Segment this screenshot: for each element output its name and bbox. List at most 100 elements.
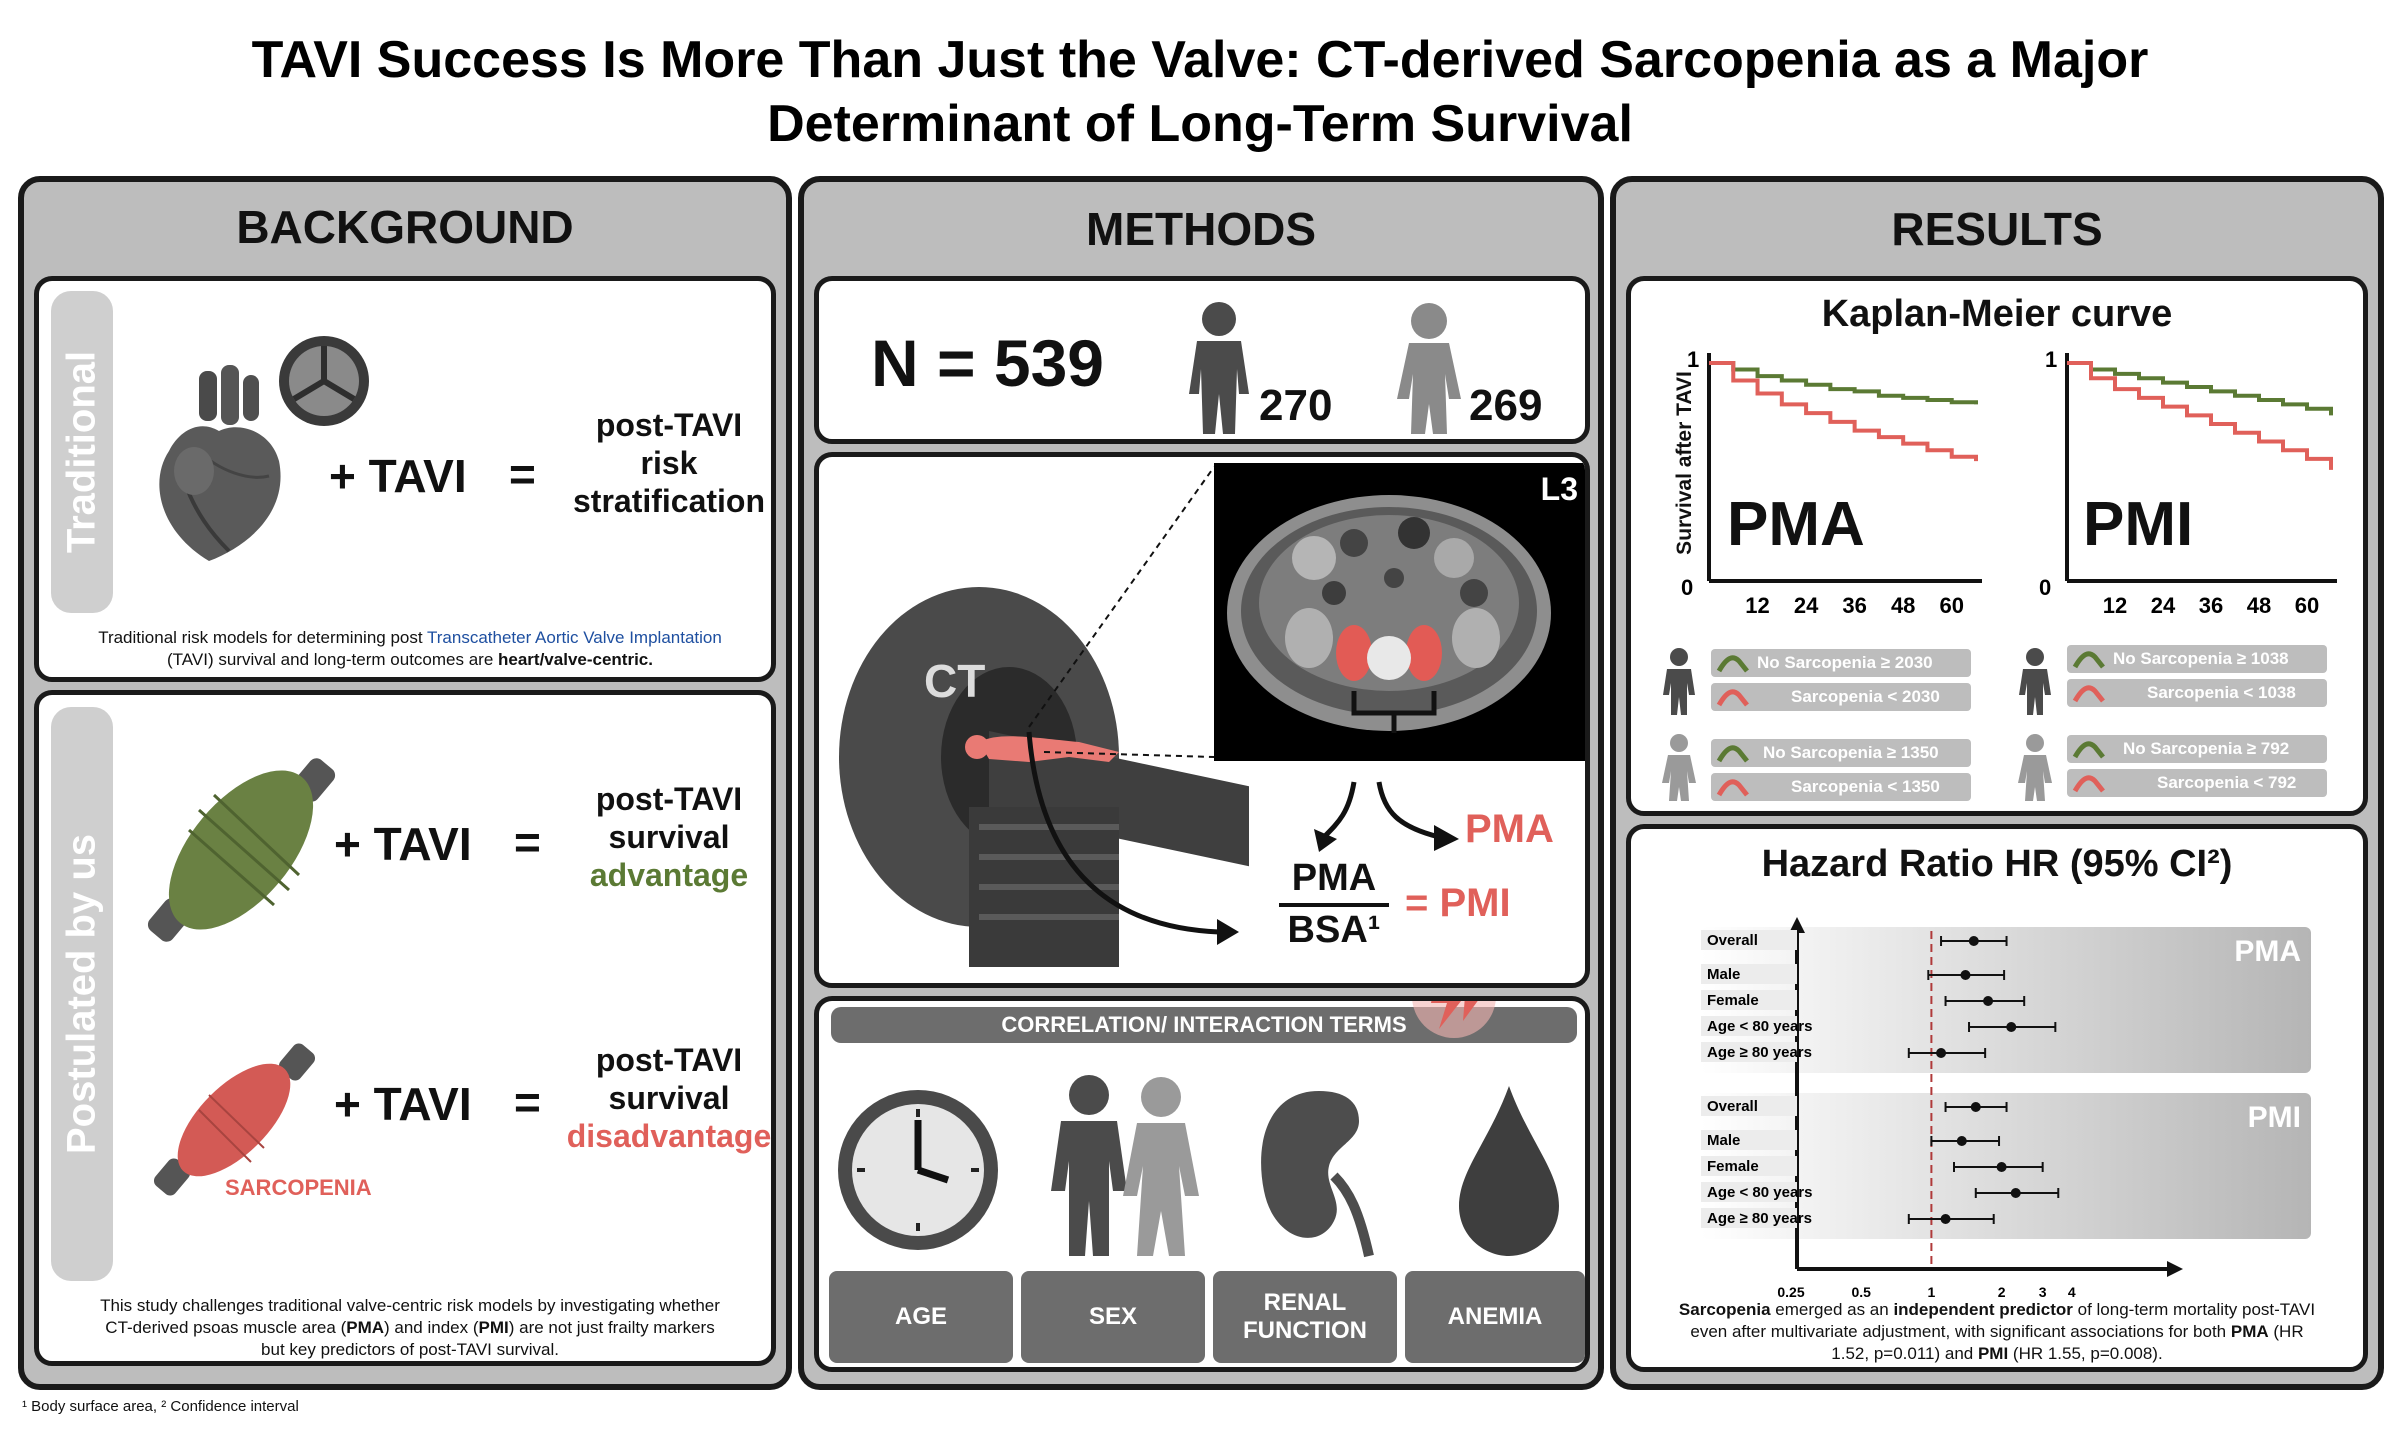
hr-row-label-bg	[1701, 930, 1797, 950]
healthy-muscle-icon	[147, 758, 336, 942]
kidney-icon	[1261, 1091, 1374, 1258]
legend-no-sarcopenia-pma-male: No Sarcopenia ≥ 2030	[1711, 649, 1971, 677]
hr-group-label: PMI	[2248, 1101, 2301, 1134]
tavi-plus-label: + TAVI	[329, 450, 467, 502]
hr-x-tick-label: 0.25	[1777, 1284, 1804, 1300]
axis-arrow-icon	[1789, 917, 1805, 933]
l3-label: L3	[1540, 471, 1578, 507]
footnote: ¹ Body surface area, ² Confidence interv…	[22, 1398, 299, 1415]
equals-sign: =	[509, 448, 536, 500]
fraction-bar	[1279, 903, 1389, 907]
km-panel-pma-label: PMA	[1727, 490, 1865, 559]
male-count: 270	[1259, 381, 1333, 430]
factor-anemia-button[interactable]: ANEMIA	[1405, 1271, 1585, 1363]
legend-no-sarcopenia-pma-female: No Sarcopenia ≥ 1350	[1711, 739, 1971, 767]
km-y-tick-label: 1	[1687, 347, 1699, 372]
hr-row-label: Age ≥ 80 years	[1707, 1044, 1812, 1061]
female-icon	[1397, 303, 1461, 434]
interaction-lightning-icon	[1412, 1001, 1496, 1038]
survival-disadvantage-text: post-TAVI survival disadvantage	[566, 1042, 772, 1154]
km-x-tick-label: 12	[2103, 593, 2127, 618]
km-x-tick-label: 12	[1745, 593, 1769, 618]
legend-line-icon	[1716, 745, 1749, 763]
sample-size-card: N = 539 270 269	[814, 276, 1590, 444]
hr-row-label: Female	[1707, 1158, 1759, 1175]
survival-advantage-text: post-TAVI survival advantage	[589, 781, 749, 893]
km-x-tick-label: 48	[1891, 593, 1915, 618]
km-x-tick-label: 24	[2151, 593, 2176, 618]
hr-x-tick-label: 1	[1928, 1284, 1936, 1300]
pmi-formula: PMA BSA¹ = PMI	[1259, 857, 1585, 957]
km-x-tick-label: 36	[2199, 593, 2223, 618]
sex-couple-icon	[1051, 1075, 1199, 1256]
km-y-tick-label: 0	[2039, 575, 2051, 600]
hr-point	[1983, 996, 1994, 1006]
traditional-label: Traditional	[51, 291, 113, 613]
hr-point	[1940, 1214, 1951, 1224]
legend-line-icon	[1716, 655, 1749, 673]
legend-line-icon	[1716, 779, 1749, 797]
tavi-plus-label: + TAVI	[334, 1078, 472, 1130]
male-icon	[2019, 648, 2051, 715]
hr-caption: Sarcopenia emerged as an independent pre…	[1678, 1300, 2316, 1363]
blood-drop-icon	[1459, 1086, 1559, 1256]
hr-row-label: Male	[1707, 1132, 1740, 1149]
clock-icon	[838, 1090, 998, 1250]
female-count: 269	[1469, 381, 1543, 430]
female-icon	[2018, 734, 2052, 801]
traditional-caption: Traditional risk models for determining …	[98, 628, 722, 669]
factor-renal-function-button[interactable]: RENAL FUNCTION	[1213, 1271, 1397, 1363]
legend-sarcopenia-pma-female: Sarcopenia < 1350	[1711, 773, 1971, 801]
km-panel-pmi-label: PMI	[2083, 490, 2194, 559]
hr-point	[1970, 1102, 1981, 1112]
hr-row-label: Age ≥ 80 years	[1707, 1210, 1812, 1227]
km-x-tick-label: 60	[2295, 593, 2319, 618]
correlation-card: CORRELATION/ INTERACTION TERMS	[814, 996, 1590, 1372]
postulated-caption: This study challenges traditional valve-…	[100, 1296, 720, 1359]
hr-row-label-bg	[1701, 964, 1797, 984]
hr-row-label: Age < 80 years	[1707, 1184, 1813, 1201]
km-curve-no-sarcopenia	[1709, 361, 1978, 405]
hr-row-label: Overall	[1707, 1098, 1758, 1115]
hr-point	[1960, 970, 1971, 980]
km-y-tick-label: 1	[2045, 347, 2057, 372]
factor-sex-button[interactable]: SEX	[1021, 1271, 1205, 1363]
ct-card: CT	[814, 452, 1590, 988]
hr-row-label-bg	[1701, 1096, 1797, 1116]
legend-line-icon	[2072, 685, 2105, 703]
axis-arrow-icon	[2167, 1261, 2183, 1277]
legend-line-icon	[2072, 775, 2105, 793]
zoom-lines	[1026, 466, 1459, 945]
hr-row-label: Age < 80 years	[1707, 1018, 1813, 1035]
traditional-card: Traditional + TAVI = post-TAVI risk stra…	[34, 276, 776, 682]
tavi-plus-label: + TAVI	[334, 818, 472, 870]
page-title: TAVI Success Is More Than Just the Valve…	[251, 31, 2149, 153]
km-curve-sarcopenia	[2067, 361, 2333, 470]
legend-sarcopenia-pma-male: Sarcopenia < 2030	[1711, 683, 1971, 711]
methods-panel: METHODS N = 539 270 269 CT	[798, 176, 1604, 1390]
hr-row-label-bg	[1701, 1042, 1797, 1062]
male-icon	[1663, 648, 1695, 715]
hr-row-label-bg	[1701, 1156, 1797, 1176]
hr-x-tick-label: 3	[2039, 1284, 2047, 1300]
legend-sarcopenia-pmi-female: Sarcopenia < 792	[2067, 769, 2327, 797]
ct-label: CT	[924, 655, 985, 707]
legend-line-icon	[1716, 689, 1749, 707]
hr-row-label-bg	[1701, 1016, 1797, 1036]
hr-row-label-bg	[1701, 1208, 1797, 1228]
factor-age-button[interactable]: AGE	[829, 1271, 1013, 1363]
kaplan-meier-card: Kaplan-Meier curve Survival after TAVI 1…	[1626, 276, 2368, 816]
hr-row-label-bg	[1701, 1130, 1797, 1150]
hr-point	[2006, 1022, 2017, 1032]
km-curve-no-sarcopenia	[2067, 361, 2333, 416]
hr-row-label-bg	[1701, 1182, 1797, 1202]
legend-line-icon	[2072, 741, 2105, 759]
hr-row-label: Male	[1707, 966, 1740, 983]
postulated-card: Postulated by us + TAVI = post-TAVI surv…	[34, 690, 776, 1366]
km-y-tick-label: 0	[1681, 575, 1693, 600]
postulated-label: Postulated by us	[51, 707, 113, 1281]
hr-point	[1936, 1048, 1947, 1058]
km-legend-marks	[1716, 651, 2105, 797]
hr-group-label: PMA	[2234, 935, 2301, 968]
